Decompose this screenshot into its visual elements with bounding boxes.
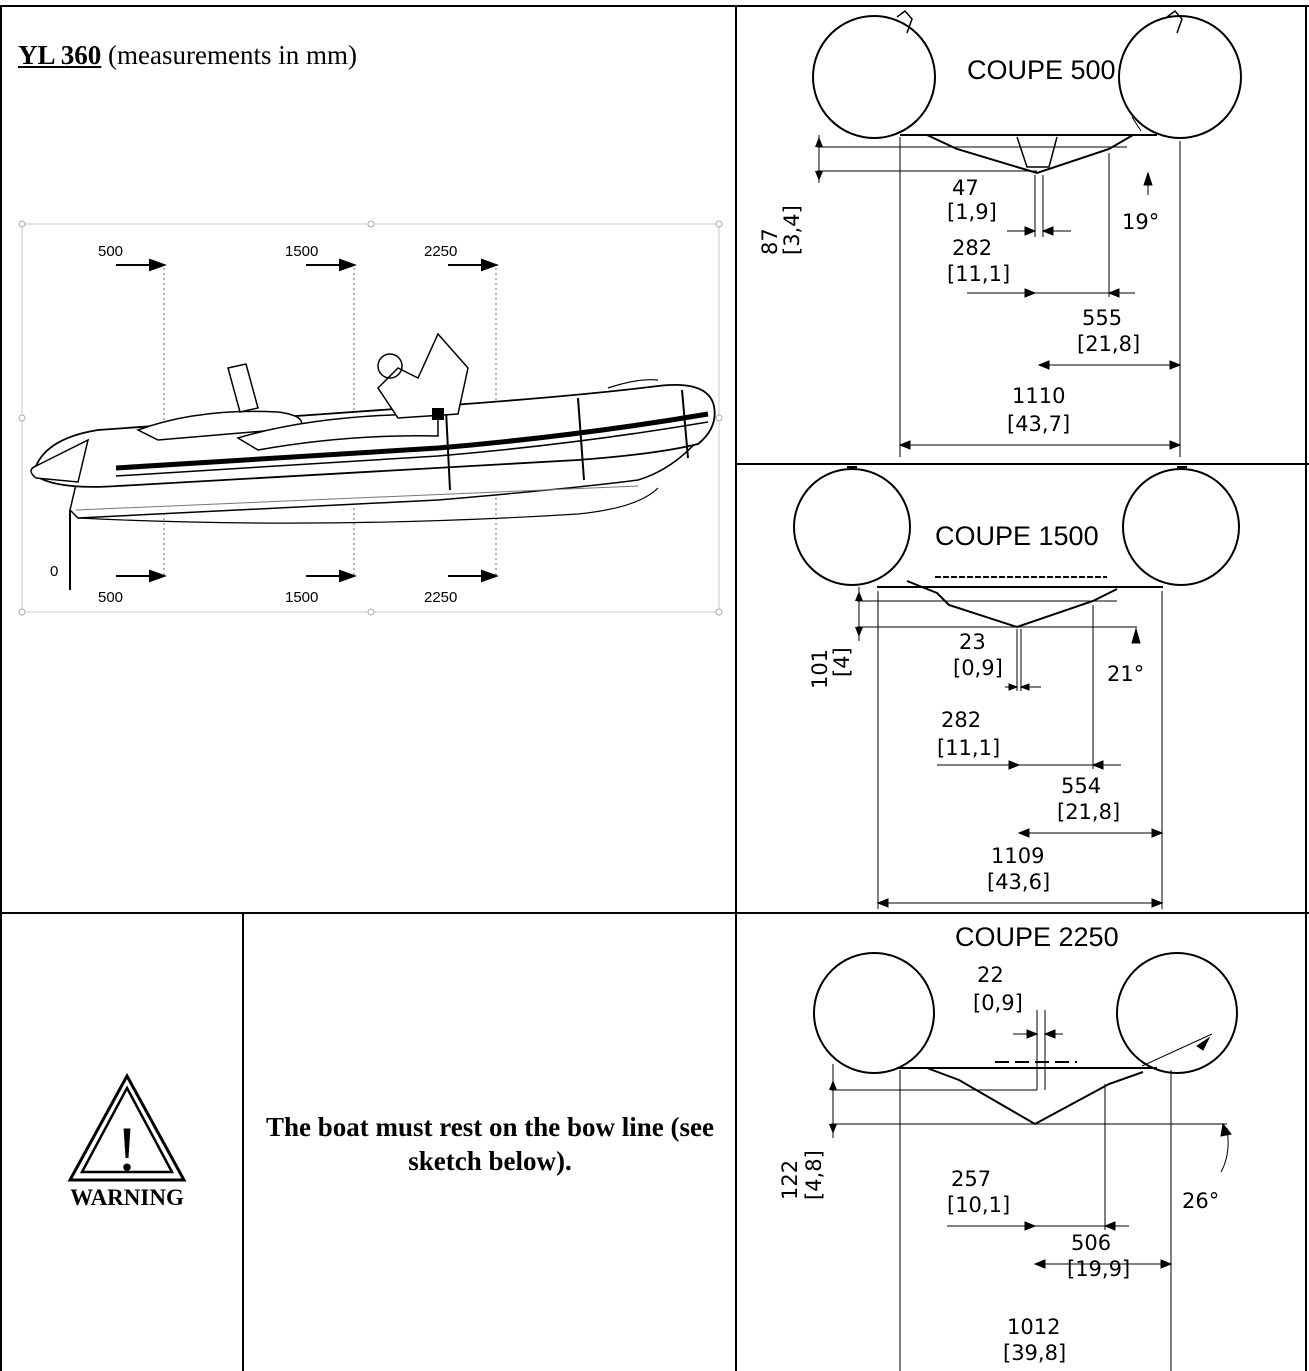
angle: 21°	[1107, 662, 1144, 686]
height-mm: 101	[808, 649, 832, 689]
table-border-left	[0, 5, 2, 1371]
gap-mm: 23	[959, 630, 986, 654]
station-bottom-2250: 2250	[424, 589, 457, 606]
half-in: [21,8]	[1077, 332, 1140, 356]
station-bottom-1500: 1500	[285, 589, 318, 606]
units-note: (measurements in mm)	[101, 40, 357, 70]
model-name: YL 360	[18, 40, 102, 70]
section-coupe-2250: COUPE 2250 122 [4,8] 22 [0,9] 26° 257 [1…	[778, 922, 1238, 1371]
section-label: COUPE 1500	[935, 521, 1099, 551]
gap-mm: 22	[977, 963, 1004, 987]
gap-in: [0,9]	[953, 656, 1003, 680]
gap-in: [1,9]	[947, 200, 997, 224]
width-in: [43,7]	[1007, 412, 1070, 436]
a-mm: 282	[952, 236, 992, 260]
a-in: [11,1]	[947, 262, 1010, 286]
a-in: [11,1]	[937, 736, 1000, 760]
station-top-2250: 2250	[424, 243, 457, 260]
section-label: COUPE 2250	[955, 922, 1119, 952]
warning-label: WARNING	[70, 1185, 184, 1210]
width-in: [43,6]	[987, 870, 1050, 894]
warning-triangle-icon: !	[67, 1072, 187, 1184]
width-in: [39,8]	[1003, 1341, 1066, 1365]
gap-mm: 47	[952, 176, 979, 200]
half-in: [19,9]	[1067, 1257, 1130, 1281]
width-mm: 1110	[1012, 384, 1065, 408]
warning-cell-divider	[242, 912, 244, 1371]
table-border-right	[1305, 5, 1307, 1371]
height-in: [3,4]	[780, 205, 804, 255]
a-in: [10,1]	[947, 1193, 1010, 1217]
a-mm: 282	[941, 708, 981, 732]
section-coupe-500: COUPE 500 87 [3,4] 47 [1,9] 19° 282 [11,…	[758, 9, 1242, 457]
page-title: YL 360 (measurements in mm)	[18, 40, 357, 71]
table-divider-middle	[0, 912, 1309, 914]
height-mm: 122	[778, 1160, 802, 1200]
width-mm: 1012	[1007, 1315, 1060, 1339]
half-mm: 554	[1061, 774, 1101, 798]
half-mm: 506	[1071, 1231, 1111, 1255]
height-in: [4,8]	[802, 1150, 826, 1200]
a-mm: 257	[951, 1167, 991, 1191]
angle: 19°	[1122, 210, 1159, 234]
angle: 26°	[1182, 1189, 1219, 1213]
section-label: COUPE 500	[967, 55, 1116, 85]
section-divider-1	[735, 463, 1309, 465]
table-border-top	[0, 5, 1309, 7]
table-divider-vertical	[735, 5, 737, 1371]
warning-symbol: !	[116, 1113, 137, 1184]
half-mm: 555	[1082, 306, 1122, 330]
origin-label: 0	[50, 563, 58, 580]
warning-message: The boat must rest on the bow line (see …	[266, 1112, 714, 1176]
height-mm: 87	[758, 228, 782, 255]
half-in: [21,8]	[1057, 800, 1120, 824]
station-bottom-500: 500	[98, 589, 123, 606]
station-top-500: 500	[98, 243, 123, 260]
gap-in: [0,9]	[973, 991, 1023, 1015]
station-top-1500: 1500	[285, 243, 318, 260]
section-coupe-1500: COUPE 1500 101 [4] 23 [0,9] 21° 282 [11,…	[793, 466, 1240, 909]
boat-side-view: 500 1500 2250 500 1500 2250 0	[18, 220, 723, 616]
width-mm: 1109	[991, 844, 1044, 868]
height-in: [4]	[830, 647, 854, 677]
